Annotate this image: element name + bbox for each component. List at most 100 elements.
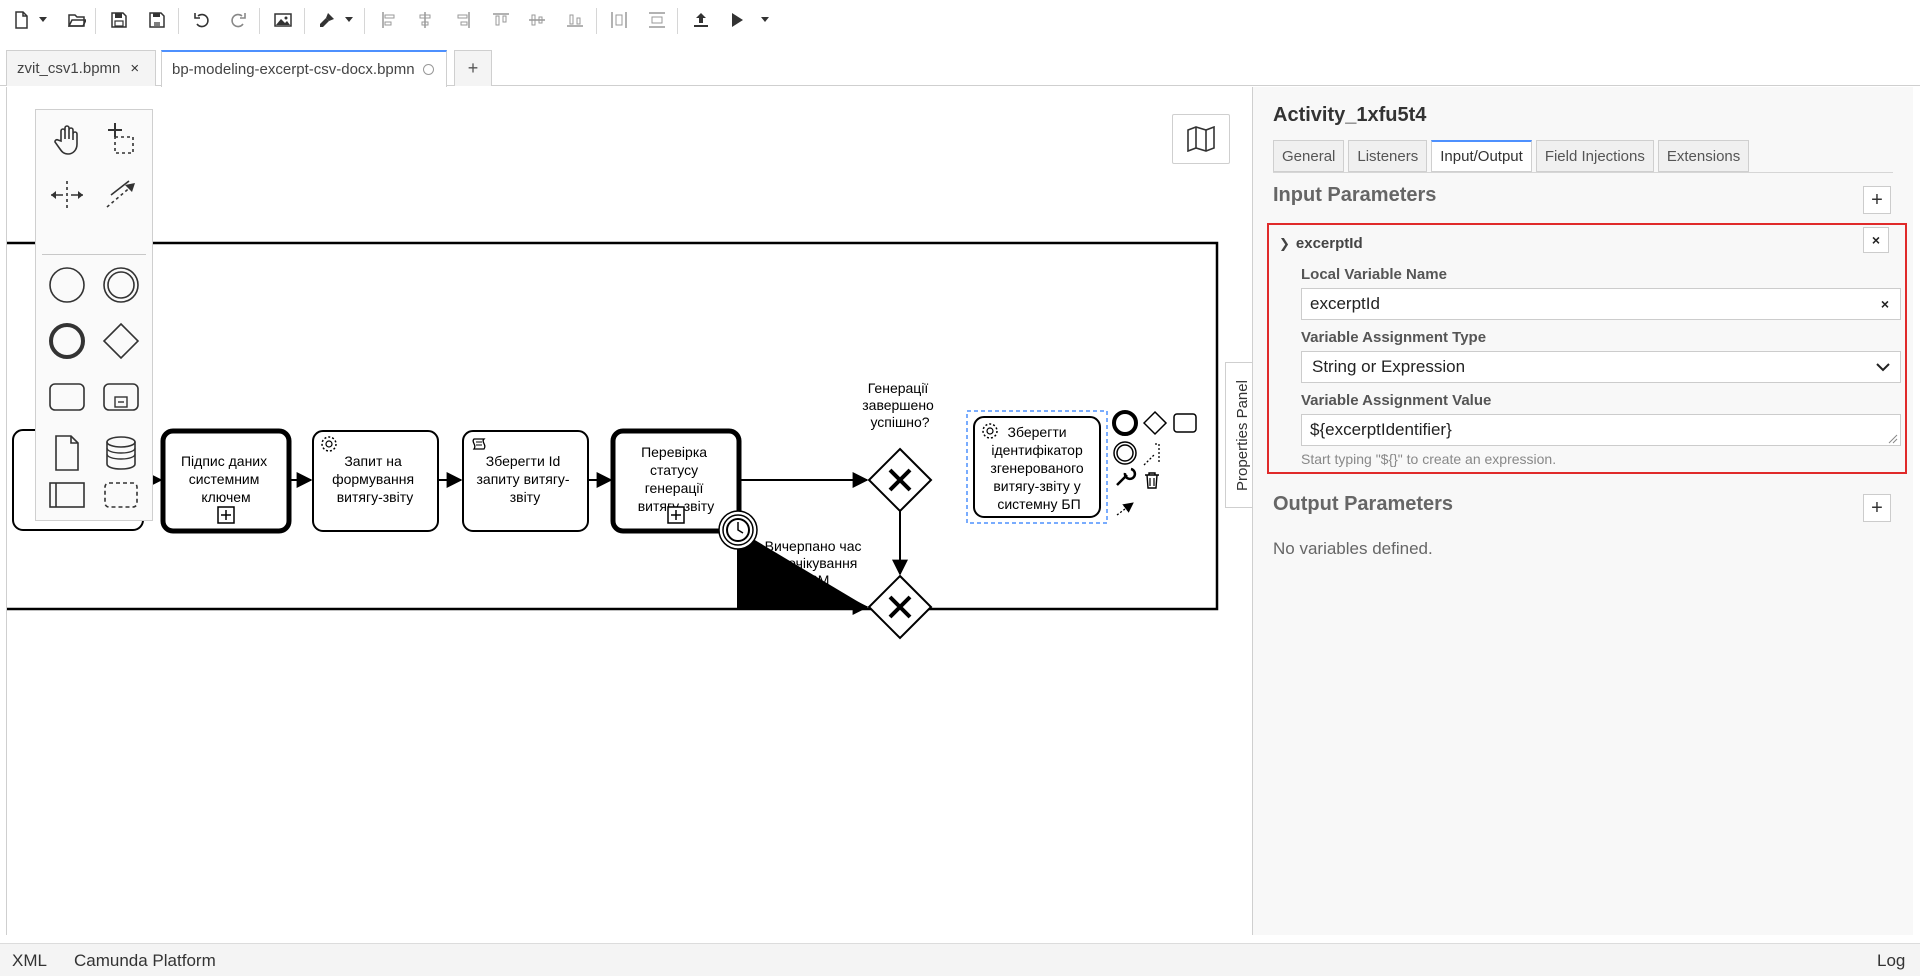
svg-text:Зберегти Id запиту в: Зберегти Id запиту витягу- звіту bbox=[477, 453, 574, 505]
start-instance-menu-caret[interactable] bbox=[760, 7, 770, 33]
properties-panel-toggle-label: Properties Panel bbox=[1234, 379, 1251, 491]
input-parameter-excerptid: ❯ excerptId × Local Variable Name excerp… bbox=[1267, 223, 1907, 474]
assignment-type-select[interactable]: String or Expression bbox=[1301, 351, 1901, 383]
add-input-parameter-button[interactable]: + bbox=[1863, 186, 1891, 214]
add-output-parameter-button[interactable]: + bbox=[1863, 494, 1891, 522]
tab-bp-modeling[interactable]: bp-modeling-excerpt-csv-docx.bpmn bbox=[161, 50, 447, 87]
element-id-title: Activity_1xfu5t4 bbox=[1273, 104, 1427, 126]
add-tab-button[interactable]: + bbox=[454, 50, 492, 86]
exclusive-gateway[interactable] bbox=[867, 574, 933, 640]
export-image-icon[interactable] bbox=[270, 7, 296, 33]
map-icon bbox=[1187, 126, 1215, 152]
text-annotation-icon bbox=[1143, 443, 1160, 466]
task-save-request-id[interactable]: Зберегти Id запиту витягу- звіту bbox=[462, 430, 589, 532]
svg-text:Запит на формування: Запит на формування витягу-звіту bbox=[332, 453, 418, 505]
create-pool-icon[interactable] bbox=[44, 472, 90, 518]
properties-panel-toggle[interactable]: Properties Panel bbox=[1225, 362, 1252, 508]
tab-zvit-csv1[interactable]: zvit_csv1.bpmn × bbox=[6, 50, 156, 86]
start-instance-icon[interactable] bbox=[724, 7, 750, 33]
gear-icon bbox=[982, 423, 998, 439]
save-as-icon[interactable] bbox=[144, 7, 170, 33]
align-left-icon[interactable] bbox=[376, 7, 402, 33]
task-save-excerpt-id-selected[interactable]: Зберегти ідентифікатор згенерованого вит… bbox=[966, 410, 1108, 524]
redo-icon[interactable] bbox=[225, 7, 251, 33]
task-request-excerpt[interactable]: Запит на формування витягу-звіту bbox=[312, 430, 439, 532]
create-start-event-icon[interactable] bbox=[44, 262, 90, 308]
pool-participant[interactable] bbox=[7, 241, 1219, 611]
global-connect-tool-icon[interactable] bbox=[98, 172, 144, 218]
align-top-icon[interactable] bbox=[488, 7, 514, 33]
bpmn-diagram[interactable]: Підпис даних системним ключем Запит на ф… bbox=[7, 87, 1252, 935]
tab-label: zvit_csv1.bpmn bbox=[17, 60, 121, 77]
input-parameters-title: Input Parameters bbox=[1273, 184, 1437, 206]
properties-panel: Activity_1xfu5t4 General Listeners Input… bbox=[1252, 87, 1913, 935]
assignment-type-value: String or Expression bbox=[1312, 357, 1466, 376]
connect-icon bbox=[1116, 502, 1134, 516]
new-file-menu-caret[interactable] bbox=[38, 7, 48, 33]
create-data-object-icon[interactable] bbox=[44, 430, 90, 476]
svg-text:Зберегти ідентифікат: Зберегти ідентифікатор згенерованого вит… bbox=[990, 424, 1087, 512]
parameter-header[interactable]: ❯ excerptId bbox=[1279, 235, 1363, 252]
color-picker-icon[interactable] bbox=[314, 7, 340, 33]
align-bottom-icon[interactable] bbox=[562, 7, 588, 33]
create-end-event-icon[interactable] bbox=[44, 318, 90, 364]
chevron-down-icon bbox=[1876, 363, 1890, 372]
close-icon[interactable]: × bbox=[130, 60, 140, 77]
local-variable-name-label: Local Variable Name bbox=[1301, 266, 1447, 283]
append-gateway-icon bbox=[1142, 410, 1168, 436]
create-task-icon[interactable] bbox=[44, 374, 90, 420]
create-intermediate-event-icon[interactable] bbox=[98, 262, 144, 308]
tab-general[interactable]: General bbox=[1273, 140, 1345, 172]
output-parameters-title: Output Parameters bbox=[1273, 493, 1454, 515]
align-center-icon[interactable] bbox=[412, 7, 438, 33]
create-gateway-icon[interactable] bbox=[98, 318, 144, 364]
lasso-tool-icon[interactable] bbox=[98, 116, 144, 162]
context-pad[interactable] bbox=[1112, 410, 1197, 516]
tool-palette bbox=[35, 109, 153, 521]
resize-handle-icon[interactable] bbox=[1888, 434, 1898, 444]
properties-tabs: General Listeners Input/Output Field Inj… bbox=[1273, 140, 1750, 172]
no-variables-text: No variables defined. bbox=[1273, 539, 1433, 558]
assignment-value-textarea[interactable]: ${excerptIdentifier} bbox=[1301, 414, 1901, 446]
create-group-icon[interactable] bbox=[98, 472, 144, 518]
deploy-icon[interactable] bbox=[688, 7, 714, 33]
xml-toggle[interactable]: XML bbox=[12, 951, 47, 970]
local-variable-name-input[interactable]: excerptId bbox=[1301, 288, 1901, 320]
trash-icon bbox=[1145, 472, 1159, 489]
diagram-canvas[interactable]: Підпис даних системним ключем Запит на ф… bbox=[6, 87, 1252, 935]
remove-parameter-button[interactable]: × bbox=[1863, 227, 1889, 253]
engine-platform[interactable]: Camunda Platform bbox=[74, 951, 216, 970]
timer-label: Вичерпано час на очікування P2M bbox=[765, 538, 866, 588]
append-task-icon bbox=[1173, 413, 1197, 433]
task-sign-data[interactable]: Підпис даних системним ключем bbox=[160, 428, 292, 534]
timer-boundary-event[interactable] bbox=[718, 510, 758, 550]
main-toolbar bbox=[0, 0, 1920, 42]
assignment-value-text: ${excerptIdentifier} bbox=[1310, 420, 1452, 439]
align-middle-icon[interactable] bbox=[524, 7, 550, 33]
chevron-down-icon: ❯ bbox=[1279, 235, 1290, 251]
undo-icon[interactable] bbox=[189, 7, 215, 33]
minimap-toggle-button[interactable] bbox=[1172, 114, 1230, 164]
log-toggle[interactable]: Log bbox=[1877, 951, 1906, 970]
exclusive-gateway[interactable] bbox=[867, 447, 933, 513]
tab-field-injections[interactable]: Field Injections bbox=[1535, 140, 1654, 172]
tab-listeners[interactable]: Listeners bbox=[1348, 140, 1428, 172]
distribute-horizontal-icon[interactable] bbox=[606, 7, 632, 33]
space-tool-icon[interactable] bbox=[44, 172, 90, 218]
local-variable-name-value: excerptId bbox=[1310, 294, 1380, 313]
new-file-icon[interactable] bbox=[8, 7, 34, 33]
file-tabs: zvit_csv1.bpmn × bp-modeling-excerpt-csv… bbox=[0, 48, 1920, 87]
create-data-store-icon[interactable] bbox=[98, 430, 144, 476]
create-subprocess-icon[interactable] bbox=[98, 374, 144, 420]
hand-tool-icon[interactable] bbox=[44, 116, 90, 162]
tab-extensions[interactable]: Extensions bbox=[1657, 140, 1750, 172]
save-icon[interactable] bbox=[106, 7, 132, 33]
align-right-icon[interactable] bbox=[450, 7, 476, 33]
status-bar: XML Camunda Platform Log bbox=[0, 943, 1920, 976]
open-file-icon[interactable] bbox=[64, 7, 90, 33]
color-picker-menu-caret[interactable] bbox=[344, 7, 354, 33]
distribute-vertical-icon[interactable] bbox=[644, 7, 670, 33]
tab-input-output[interactable]: Input/Output bbox=[1431, 140, 1532, 172]
task-check-status[interactable]: Перевірка статусу генерації витягу-звіту bbox=[610, 428, 742, 534]
clear-input-button[interactable]: × bbox=[1880, 296, 1890, 312]
